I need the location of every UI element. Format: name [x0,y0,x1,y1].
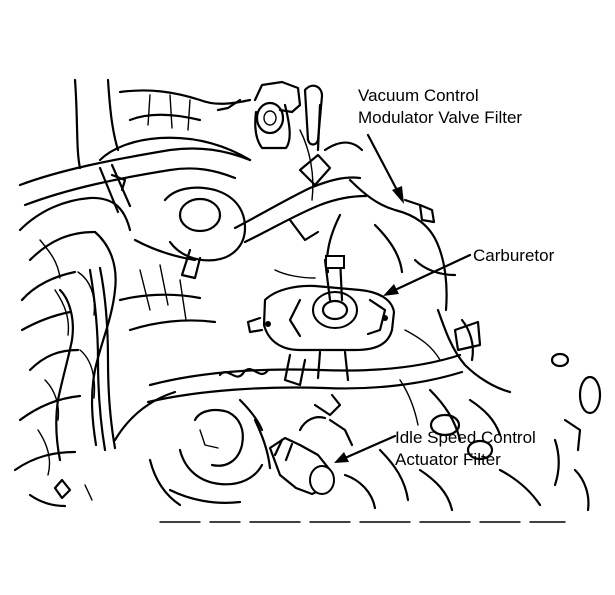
label-idle-line2: Actuator Filter [395,450,501,469]
label-vacuum-line2: Modulator Valve Filter [358,108,522,127]
carburetor-arrow [383,253,472,296]
idle-filter-arrow [334,434,397,463]
label-idle-line1: Idle Speed Control [395,428,536,447]
label-carburetor: Carburetor [473,246,555,265]
label-vacuum-line1: Vacuum Control [358,86,479,105]
vacuum-filter-arrow [366,133,404,204]
engine-drawing [13,78,602,523]
